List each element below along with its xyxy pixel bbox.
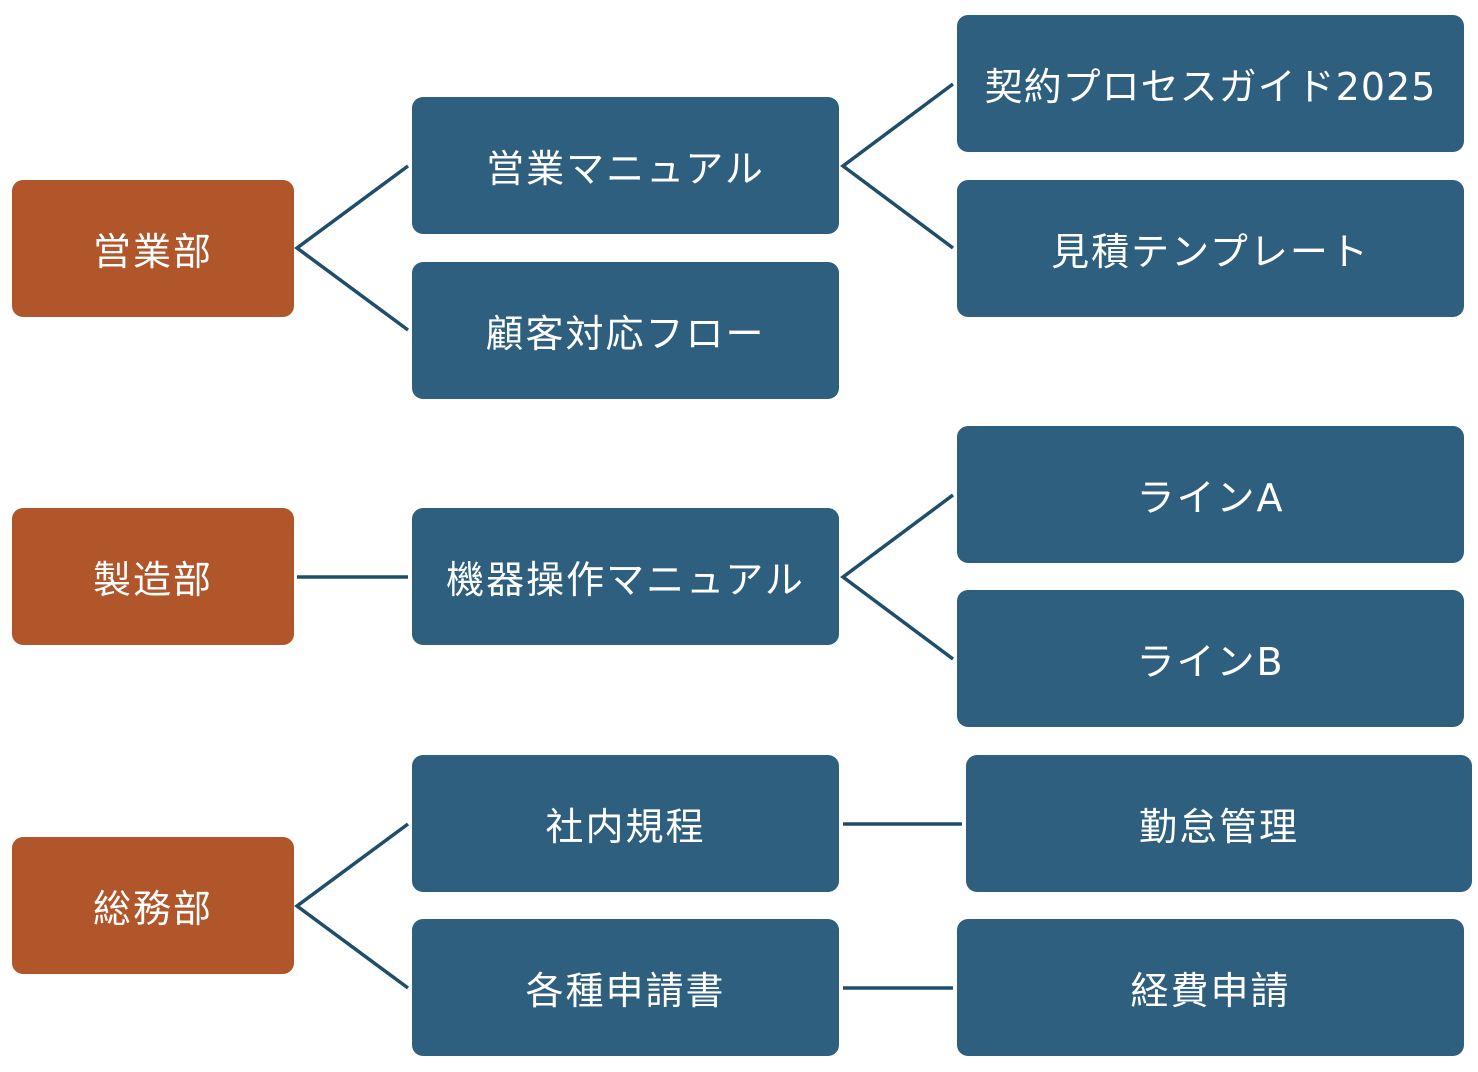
node-estimate-template: 見積テンプレート: [957, 180, 1464, 317]
node-label: 経費申請: [1130, 969, 1291, 1013]
node-customer-flow: 顧客対応フロー: [412, 262, 839, 399]
node-label: ラインA: [1136, 476, 1285, 520]
connector-general-affairs: [294, 822, 410, 990]
connector-sales: [294, 164, 410, 332]
node-label: 総務部: [92, 887, 213, 931]
node-application-forms: 各種申請書: [412, 919, 839, 1056]
node-label: ラインB: [1136, 640, 1285, 684]
node-label: 契約プロセスガイド2025: [984, 65, 1437, 109]
node-label: 営業マニュアル: [486, 147, 765, 191]
node-contract-guide: 契約プロセスガイド2025: [957, 15, 1464, 152]
department-node-sales: 営業部: [12, 180, 294, 317]
node-label: 勤怠管理: [1138, 805, 1299, 849]
node-line-b: ラインB: [957, 590, 1464, 727]
node-label: 社内規程: [545, 805, 706, 849]
node-internal-rules: 社内規程: [412, 755, 839, 892]
connector-sales-manual: [840, 82, 955, 250]
node-label: 顧客対応フロー: [485, 312, 766, 356]
department-node-general-affairs: 総務部: [12, 837, 294, 974]
department-node-manufacturing: 製造部: [12, 508, 294, 645]
node-sales-manual: 営業マニュアル: [412, 97, 839, 234]
node-line-a: ラインA: [957, 426, 1464, 563]
node-label: 見積テンプレート: [1051, 230, 1370, 274]
node-equipment-manual: 機器操作マニュアル: [412, 508, 839, 645]
node-attendance: 勤怠管理: [966, 755, 1472, 892]
node-label: 製造部: [92, 558, 213, 602]
node-label: 各種申請書: [525, 969, 726, 1013]
node-label: 機器操作マニュアル: [446, 558, 805, 602]
node-expense: 経費申請: [957, 919, 1464, 1056]
node-label: 営業部: [92, 230, 213, 274]
connector-equipment-manual: [840, 493, 955, 661]
